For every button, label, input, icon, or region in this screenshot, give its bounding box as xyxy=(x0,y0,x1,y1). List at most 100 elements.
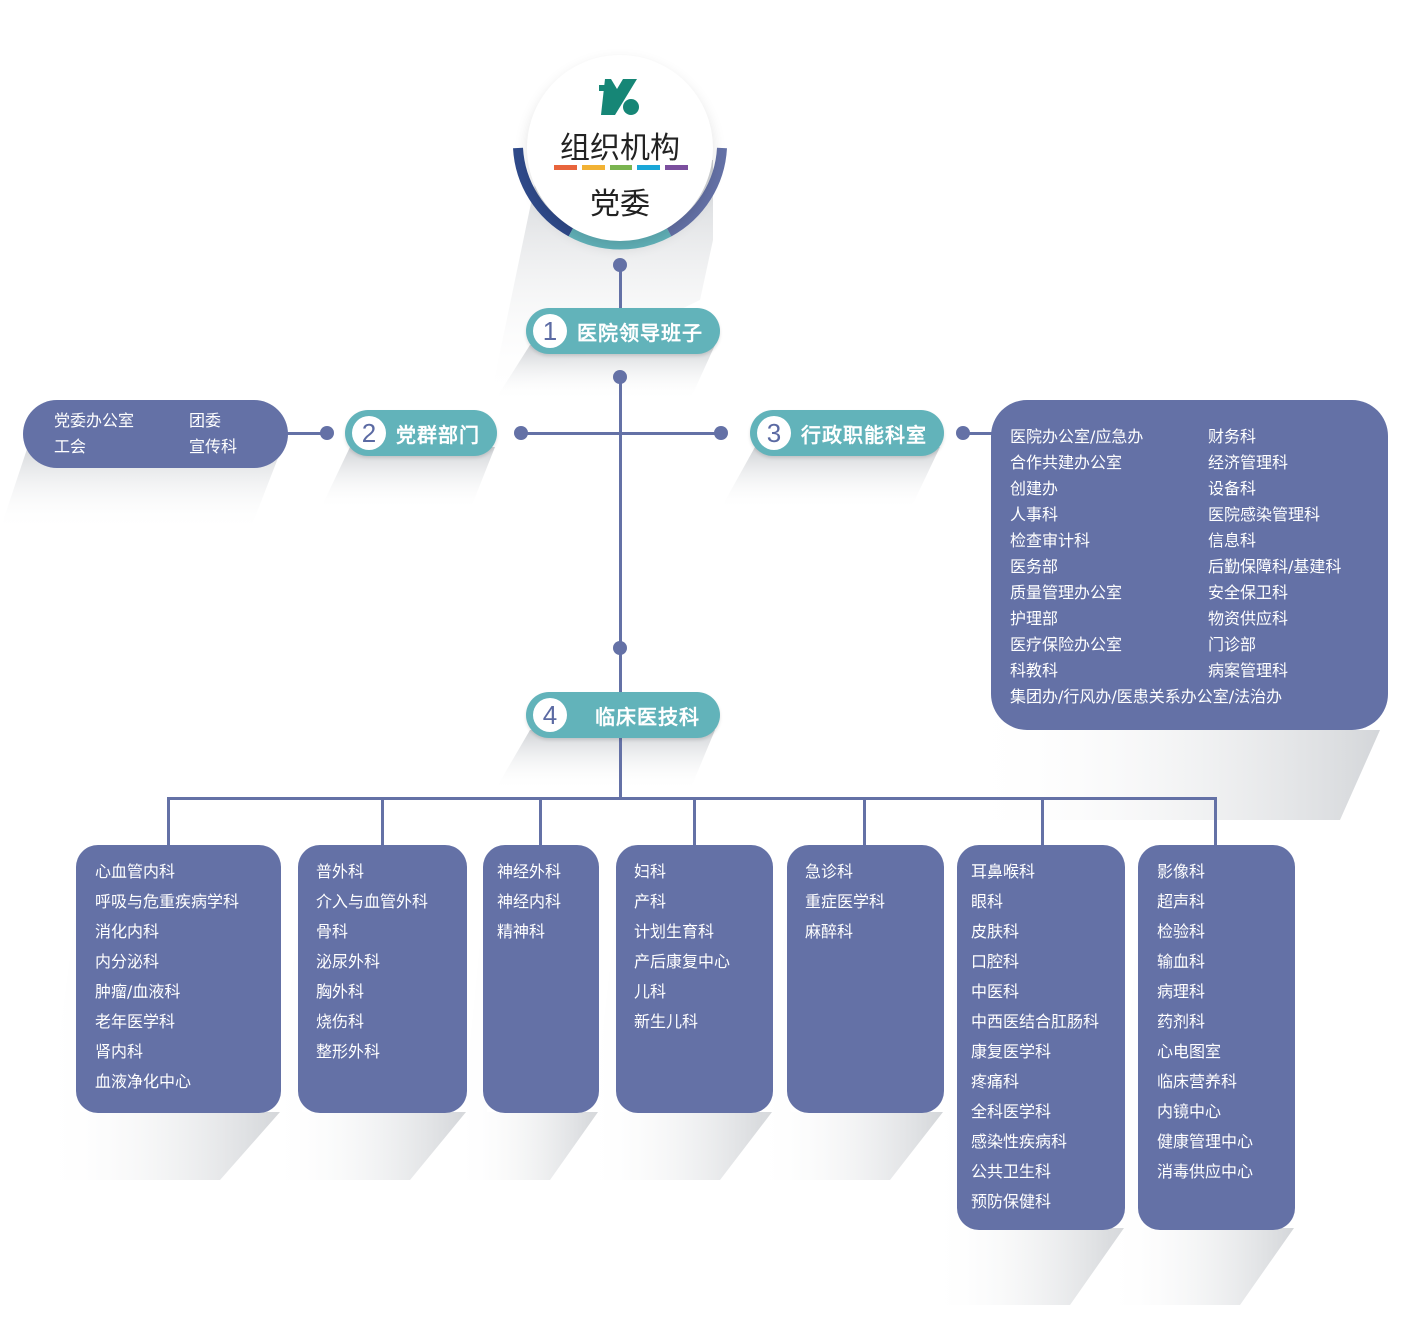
department-item[interactable]: 护理部 xyxy=(1010,609,1059,628)
department-item[interactable]: 消毒供应中心 xyxy=(1157,1162,1254,1181)
department-item[interactable]: 心血管内科 xyxy=(95,862,176,881)
department-item[interactable]: 药剂科 xyxy=(1157,1012,1206,1031)
node-administration[interactable]: 3 行政职能科室 xyxy=(750,410,944,456)
department-item[interactable]: 财务科 xyxy=(1208,427,1257,446)
department-item[interactable]: 信息科 xyxy=(1208,531,1257,550)
department-item[interactable]: 口腔科 xyxy=(971,952,1020,971)
department-item[interactable]: 神经内科 xyxy=(497,892,562,911)
department-item[interactable]: 宣传科 xyxy=(189,437,238,456)
clinical-group-women-children: 妇科 产科 计划生育科 产后康复中心 儿科 新生儿科 xyxy=(616,845,773,1113)
department-item[interactable]: 整形外科 xyxy=(316,1042,381,1061)
department-item[interactable]: 内分泌科 xyxy=(95,952,160,971)
department-item[interactable]: 儿科 xyxy=(634,982,667,1001)
department-item[interactable]: 重症医学科 xyxy=(805,892,886,911)
department-item[interactable]: 计划生育科 xyxy=(634,922,715,941)
department-item[interactable]: 妇科 xyxy=(634,862,667,881)
department-item[interactable]: 医疗保险办公室 xyxy=(1010,635,1123,654)
admin-left-column: 医院办公室/应急办 合作共建办公室 创建办 人事科 检查审计科 医务部 质量管理… xyxy=(1010,424,1282,710)
department-item[interactable]: 人事科 xyxy=(1010,505,1059,524)
clinical-shadow-4 xyxy=(585,880,772,1180)
node4-shadow xyxy=(495,730,715,790)
department-item[interactable]: 公共卫生科 xyxy=(971,1162,1052,1181)
department-item[interactable]: 党委办公室 xyxy=(54,411,135,430)
department-item[interactable]: 麻醉科 xyxy=(805,922,854,941)
department-item[interactable]: 血液净化中心 xyxy=(95,1072,192,1091)
node1-shadow xyxy=(495,345,715,400)
department-item[interactable]: 普外科 xyxy=(316,862,365,881)
department-item[interactable]: 中西医结合肛肠科 xyxy=(971,1012,1100,1031)
department-item[interactable]: 检验科 xyxy=(1157,922,1206,941)
department-item[interactable]: 烧伤科 xyxy=(316,1012,365,1031)
department-item[interactable]: 经济管理科 xyxy=(1208,453,1289,472)
page-subtitle: 党委 xyxy=(590,187,650,222)
department-item[interactable]: 设备科 xyxy=(1208,479,1257,498)
department-item[interactable]: 中医科 xyxy=(971,982,1020,1001)
department-item[interactable]: 产科 xyxy=(634,892,667,911)
department-item[interactable]: 产后康复中心 xyxy=(634,952,731,971)
clinical-shadow-1 xyxy=(40,880,280,1180)
department-item[interactable]: 介入与血管外科 xyxy=(316,892,429,911)
department-item[interactable]: 医院感染管理科 xyxy=(1208,505,1321,524)
department-item[interactable]: 精神科 xyxy=(497,922,546,941)
connector-dot xyxy=(613,258,627,272)
department-item[interactable]: 全科医学科 xyxy=(971,1102,1052,1121)
connector-line xyxy=(167,797,1217,800)
department-item[interactable]: 内镜中心 xyxy=(1157,1102,1222,1121)
clinical-shadow-6 xyxy=(930,880,1124,1305)
node-clinical[interactable]: 4 临床医技科 xyxy=(526,692,720,738)
department-item[interactable]: 影像科 xyxy=(1157,862,1206,881)
department-item[interactable]: 物资供应科 xyxy=(1208,609,1289,628)
connector-line xyxy=(963,432,993,435)
department-item[interactable]: 骨科 xyxy=(316,922,349,941)
department-item[interactable]: 团委 xyxy=(189,411,222,430)
department-item[interactable]: 医务部 xyxy=(1010,557,1059,576)
department-item[interactable]: 急诊科 xyxy=(805,862,854,881)
department-item[interactable]: 呼吸与危重疾病学科 xyxy=(95,892,240,911)
department-item[interactable]: 病理科 xyxy=(1157,982,1206,1001)
department-item[interactable]: 输血科 xyxy=(1157,952,1206,971)
department-item[interactable]: 科教科 xyxy=(1010,661,1059,680)
department-item[interactable]: 泌尿外科 xyxy=(316,952,381,971)
connector-line xyxy=(863,797,866,847)
clinical-shadow-7 xyxy=(1105,880,1294,1305)
department-item[interactable]: 集团办/行风办/医患关系办公室/法治办 xyxy=(1010,687,1283,706)
department-item[interactable]: 新生儿科 xyxy=(634,1012,699,1031)
node-party-group[interactable]: 2 党群部门 xyxy=(345,410,497,456)
department-item[interactable]: 门诊部 xyxy=(1208,635,1257,654)
department-item[interactable]: 合作共建办公室 xyxy=(1010,453,1123,472)
department-item[interactable]: 老年医学科 xyxy=(95,1012,176,1031)
hospital-logo-icon xyxy=(599,79,639,115)
connector-line xyxy=(167,797,170,847)
department-item[interactable]: 质量管理办公室 xyxy=(1010,583,1123,602)
node-number: 3 xyxy=(757,416,791,450)
department-item[interactable]: 预防保健科 xyxy=(971,1192,1052,1211)
department-item[interactable]: 安全保卫科 xyxy=(1208,583,1289,602)
department-item[interactable]: 疼痛科 xyxy=(971,1072,1020,1091)
department-item[interactable]: 耳鼻喉科 xyxy=(971,862,1036,881)
department-item[interactable]: 工会 xyxy=(54,437,87,456)
connector-dot xyxy=(320,426,334,440)
department-item[interactable]: 超声科 xyxy=(1157,892,1206,911)
department-item[interactable]: 感染性疾病科 xyxy=(971,1132,1068,1151)
department-item[interactable]: 创建办 xyxy=(1010,479,1059,498)
department-item[interactable]: 眼科 xyxy=(971,892,1004,911)
department-item[interactable]: 健康管理中心 xyxy=(1157,1132,1254,1151)
department-item[interactable]: 消化内科 xyxy=(95,922,160,941)
department-item[interactable]: 胸外科 xyxy=(316,982,365,1001)
department-item[interactable]: 康复医学科 xyxy=(971,1042,1052,1061)
node-leadership[interactable]: 1 医院领导班子 xyxy=(526,308,720,354)
department-item[interactable]: 临床营养科 xyxy=(1157,1072,1238,1091)
department-item[interactable]: 肿瘤/血液科 xyxy=(95,982,181,1001)
department-item[interactable]: 病案管理科 xyxy=(1208,661,1289,680)
clinical-group-emergency: 急诊科 重症医学科 麻醉科 xyxy=(787,845,944,1113)
department-item[interactable]: 后勤保障科/基建科 xyxy=(1208,557,1342,576)
color-bar-segment xyxy=(581,165,605,170)
department-item[interactable]: 肾内科 xyxy=(95,1042,144,1061)
connector-line xyxy=(619,264,622,308)
clinical-group-surgery: 普外科 介入与血管外科 骨科 泌尿外科 胸外科 烧伤科 整形外科 xyxy=(298,845,467,1113)
department-item[interactable]: 神经外科 xyxy=(497,862,562,881)
department-item[interactable]: 心电图室 xyxy=(1157,1042,1222,1061)
department-item[interactable]: 检查审计科 xyxy=(1010,531,1091,550)
department-item[interactable]: 医院办公室/应急办 xyxy=(1010,427,1144,446)
department-item[interactable]: 皮肤科 xyxy=(971,922,1020,941)
